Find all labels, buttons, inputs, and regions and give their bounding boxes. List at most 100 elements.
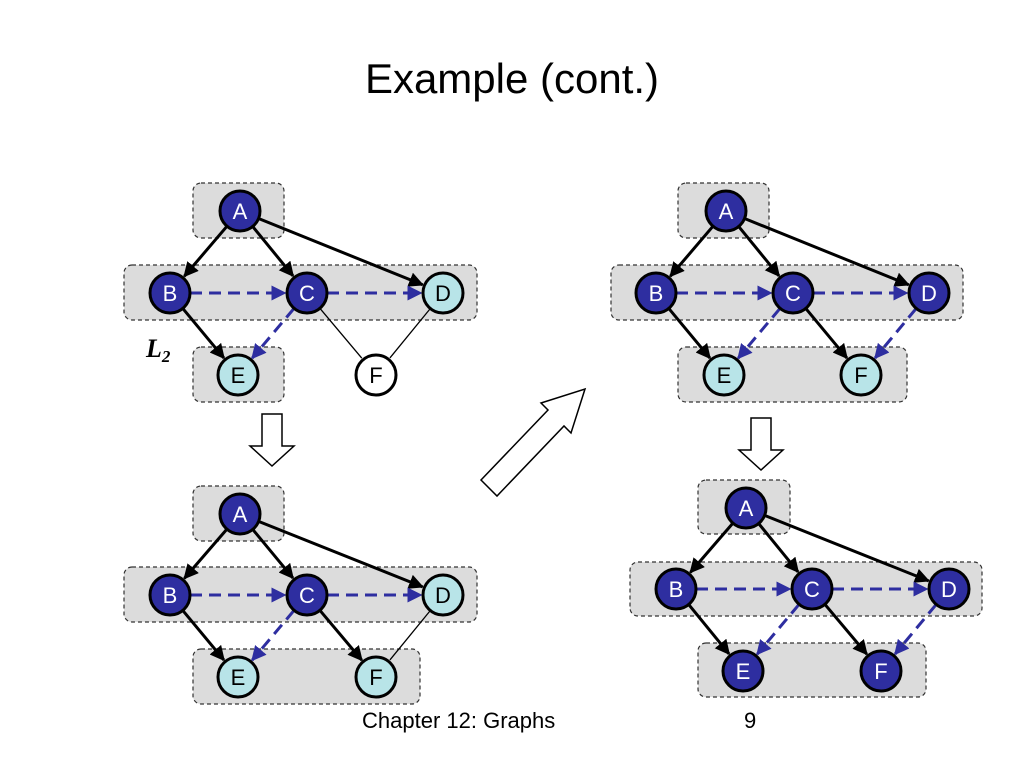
node-label: E (717, 363, 732, 388)
node-circle (285, 271, 329, 315)
graph-node-f: F (859, 649, 903, 693)
node-label: F (369, 665, 382, 690)
edge-c-e (251, 609, 296, 662)
edge-c-f (319, 307, 363, 359)
node-circle (148, 271, 192, 315)
edge-b-e (667, 307, 712, 360)
graph-node-d: D (927, 567, 971, 611)
node-circle (907, 271, 951, 315)
edge-a-c (737, 225, 781, 278)
node-label: E (736, 659, 751, 684)
node-circle (354, 655, 398, 699)
graph-node-a: A (704, 189, 748, 233)
node-circle (421, 271, 465, 315)
node-label: D (941, 577, 957, 602)
edge-a-b (183, 225, 229, 278)
node-circle (927, 567, 971, 611)
node-label: A (719, 199, 734, 224)
graph-node-b: B (148, 271, 192, 315)
slide-title: Example (cont.) (364, 55, 660, 102)
node-label: A (739, 496, 754, 521)
graph-node-f: F (839, 353, 883, 397)
edges-layer (181, 217, 938, 662)
node-circle (285, 573, 329, 617)
edge-c-e (756, 603, 801, 656)
graph-node-c: C (771, 271, 815, 315)
graph-node-c: C (790, 567, 834, 611)
node-label: B (163, 583, 178, 608)
node-label: B (649, 281, 664, 306)
node-label: D (921, 281, 937, 306)
graph-node-a: A (218, 189, 262, 233)
node-circle (216, 353, 260, 397)
edge-a-d (257, 217, 424, 287)
node-circle (702, 353, 746, 397)
node-label: C (299, 583, 315, 608)
graph-node-c: C (285, 573, 329, 617)
diagonal-arrow-icon (479, 387, 587, 498)
graph-node-e: E (702, 353, 746, 397)
graph-node-a: A (218, 492, 262, 536)
node-label: C (299, 281, 315, 306)
node-label: C (804, 577, 820, 602)
down-arrow-icon (248, 413, 296, 468)
edge-a-d (258, 520, 424, 589)
node-circle (354, 353, 398, 397)
graph-node-f: F (354, 655, 398, 699)
graph-node-c: C (285, 271, 329, 315)
edge-d-f (389, 308, 431, 359)
edge-a-d (764, 514, 930, 583)
graph-node-e: E (216, 353, 260, 397)
edge-a-b (689, 522, 735, 574)
graph-node-b: B (148, 573, 192, 617)
node-circle (839, 353, 883, 397)
edge-d-f (873, 307, 918, 360)
node-circle (216, 655, 260, 699)
node-label: E (231, 665, 246, 690)
edge-c-f (804, 307, 849, 360)
edge-b-e (181, 307, 226, 360)
graph-node-f: F (354, 353, 398, 397)
node-label: C (785, 281, 801, 306)
edge-c-f (823, 603, 868, 656)
graph-node-b: B (654, 567, 698, 611)
graph-node-d: D (421, 573, 465, 617)
node-label: A (233, 502, 248, 527)
graph-node-d: D (907, 271, 951, 315)
node-label: F (874, 659, 887, 684)
node-circle (704, 189, 748, 233)
edge-a-c (251, 225, 295, 278)
edge-b-e (181, 609, 226, 662)
page-number: 9 (744, 708, 757, 733)
graph-node-e: E (216, 655, 260, 699)
edge-d-f (389, 610, 431, 661)
node-circle (218, 189, 262, 233)
edge-d-f (893, 603, 938, 656)
node-circle (790, 567, 834, 611)
node-circle (771, 271, 815, 315)
node-circle (859, 649, 903, 693)
edge-a-b (183, 528, 229, 580)
graph-node-e: E (721, 649, 765, 693)
node-circle (721, 649, 765, 693)
edge-a-b (669, 225, 715, 278)
edge-a-d (743, 217, 910, 287)
edge-c-e (737, 307, 782, 360)
graph-node-d: D (421, 271, 465, 315)
node-circle (148, 573, 192, 617)
node-label: F (854, 363, 867, 388)
node-circle (218, 492, 262, 536)
edge-a-c (251, 528, 295, 580)
node-label: D (435, 583, 451, 608)
level-label: L2 (145, 334, 171, 366)
node-label: F (369, 363, 382, 388)
node-circle (634, 271, 678, 315)
edge-a-c (757, 522, 800, 574)
edge-c-e (251, 307, 296, 360)
edge-c-f (318, 609, 363, 662)
down-arrow-icon (737, 417, 785, 472)
node-circle (654, 567, 698, 611)
node-label: A (233, 199, 248, 224)
graph-node-b: B (634, 271, 678, 315)
